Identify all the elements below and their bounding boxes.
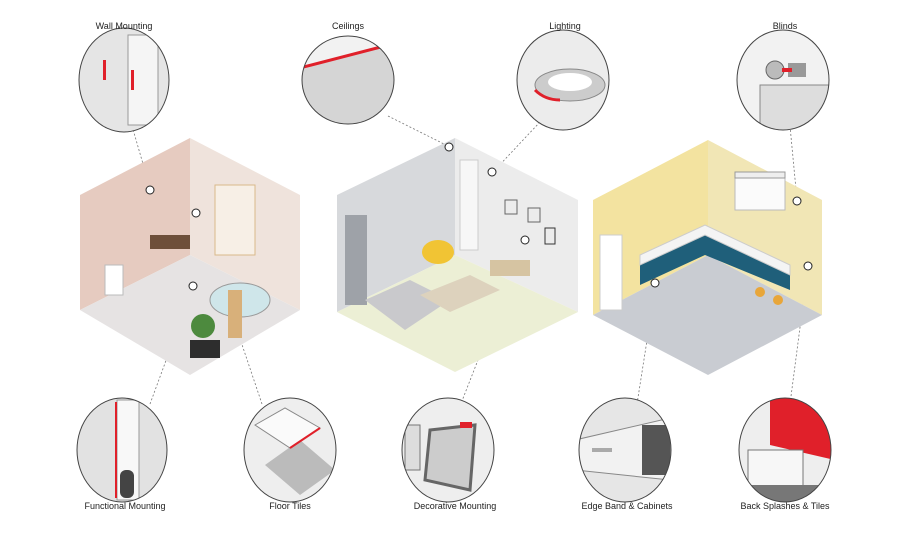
label-floor-tiles: Floor Tiles	[269, 501, 311, 511]
living-room	[337, 138, 578, 372]
label-ceilings: Ceilings	[331, 21, 365, 31]
label-blinds: Blinds	[772, 21, 798, 31]
label-wall-mounting: Wall Mounting	[95, 21, 153, 31]
blinds-detail	[736, 29, 830, 131]
lighting-detail	[516, 29, 610, 131]
kitchen-room	[593, 140, 822, 375]
wall-mounting-detail	[78, 27, 170, 133]
label-functional-mounting: Functional Mounting	[84, 501, 166, 511]
back-splashes-detail	[738, 397, 832, 503]
bathroom-room	[80, 138, 300, 375]
edge-band-detail	[578, 397, 672, 503]
label-lighting: Lighting	[549, 21, 581, 31]
label-edge-band-cabinets: Edge Band & Cabinets	[581, 501, 673, 511]
decorative-mounting-detail	[401, 397, 495, 503]
functional-mounting-detail	[76, 397, 168, 503]
floor-tiles-detail	[243, 397, 337, 503]
ceilings-detail	[301, 35, 395, 125]
label-decorative-mounting: Decorative Mounting	[413, 501, 497, 511]
label-back-splashes-tiles: Back Splashes & Tiles	[740, 501, 830, 511]
